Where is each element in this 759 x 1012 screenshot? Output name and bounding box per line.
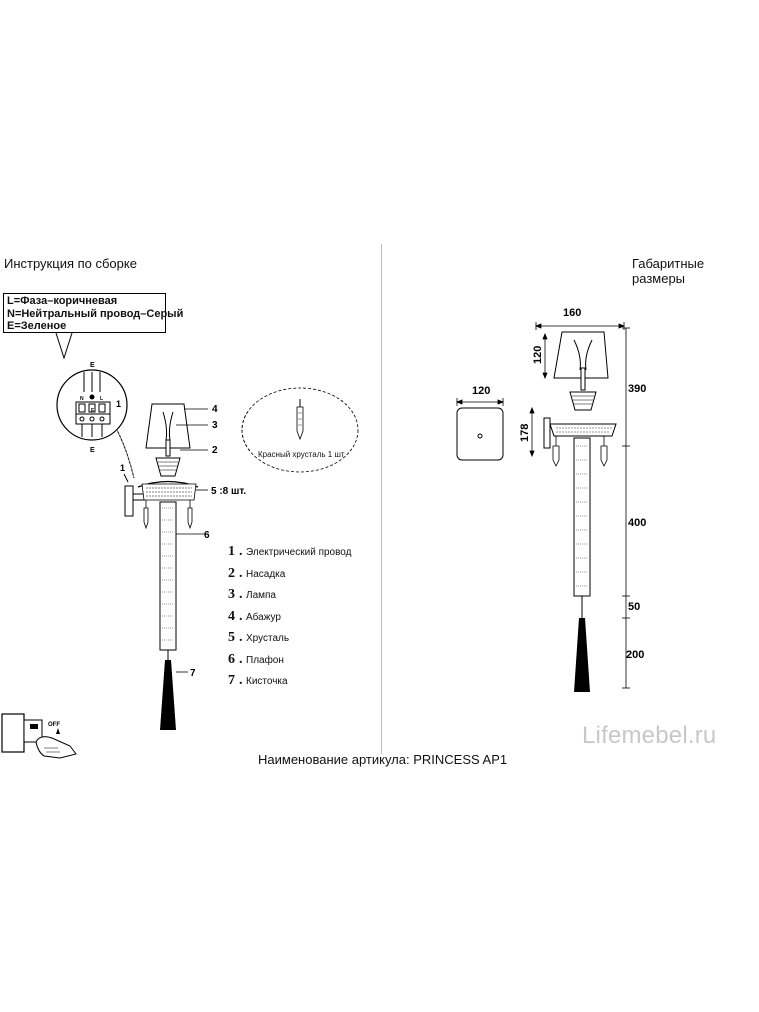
callout-3: 3: [212, 420, 218, 431]
part-item: 4.Абажур: [228, 608, 281, 624]
part-item: 6.Плафон: [228, 651, 284, 667]
terminal-label-l: L: [100, 396, 103, 402]
callout-7: 7: [190, 668, 196, 679]
lamp: [165, 439, 171, 457]
dimensions-header: Габаритные размеры: [632, 256, 705, 286]
terminal-label-bottom: E: [90, 447, 95, 454]
center-divider: [381, 244, 382, 754]
terminal-block-detail: [56, 369, 128, 441]
leader-lines: [176, 408, 208, 673]
dimension-drawing: 160 120 120 178 390 400 50 200: [455, 307, 646, 692]
part-item: 3.Лампа: [228, 587, 276, 602]
crystals: [143, 500, 193, 530]
terminal-callout: 1: [116, 399, 121, 409]
dim-shade: [553, 331, 609, 379]
shade: [145, 403, 191, 449]
assembly-drawing: E E N L E 1 1 4 3 2 5 :: [55, 332, 250, 730]
part-item: 2.Насадка: [228, 565, 286, 581]
part-item: 5.Хрусталь: [228, 630, 290, 645]
tassel: [160, 660, 176, 730]
part-item: 7.Кисточка: [228, 673, 288, 688]
callout-2: 2: [212, 445, 218, 456]
crystal-detail-svg: [241, 387, 359, 473]
wiring-legend: L=Фаза–коричневая N=Нейтральный провод–С…: [3, 293, 184, 333]
dim-arm: [549, 423, 617, 437]
part-item: 1.Электрический провод: [228, 544, 352, 559]
red-crystal-icon: [296, 406, 304, 441]
callout-1: 1: [120, 463, 125, 473]
legend-pointer: [55, 332, 73, 360]
parts-list: 1.Электрический провод 2.Насадка 3.Лампа…: [228, 544, 351, 695]
article-name: Наименование артикула: PRINCESS AP1: [258, 752, 508, 767]
dim-rod: [573, 437, 591, 597]
dim-bracket-height: 178: [519, 424, 531, 442]
dim-cap-length: 50: [628, 601, 640, 613]
dim-top-section: 390: [628, 383, 646, 395]
dim-tassel: [574, 618, 590, 692]
legend-line-neutral: N=Нейтральный провод–Серый: [7, 307, 184, 320]
assembly-header: Инструкция по сборке: [4, 256, 137, 271]
terminal-label-top: E: [90, 362, 95, 369]
switch-hand-icon: OFF: [1, 713, 77, 759]
wall-plate: [124, 485, 134, 517]
dim-shade-width: 160: [563, 307, 581, 319]
terminal-label-e: E: [91, 408, 95, 414]
svg-text:OFF: OFF: [48, 722, 60, 728]
dim-rod-length: 400: [628, 517, 646, 529]
dim-tassel-length: 200: [626, 649, 644, 661]
dim-shade-height: 120: [532, 346, 544, 364]
crystal-note: Красный хрусталь 1 шт: [258, 450, 345, 459]
callout-5: 5 :8 шт.: [211, 486, 246, 497]
crown: [155, 457, 181, 477]
terminal-label-n: N: [80, 396, 84, 402]
legend-line-phase: L=Фаза–коричневая: [7, 295, 118, 307]
watermark: Lifemebel.ru: [582, 722, 717, 749]
callout-6: 6: [204, 530, 210, 541]
legend-line-ground: E=Зеленое: [7, 320, 67, 332]
callout-4: 4: [212, 404, 218, 415]
dim-base-width: 120: [472, 385, 490, 397]
